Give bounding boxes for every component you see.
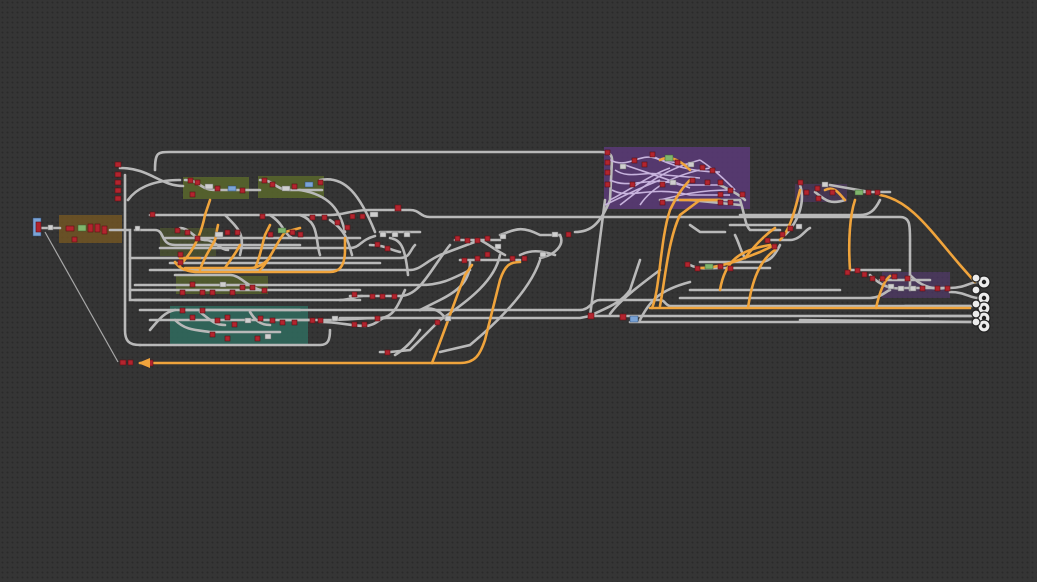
teal-group-frame[interactable]: [170, 306, 308, 346]
nodes[interactable]: [32, 149, 951, 367]
links: [38, 150, 982, 363]
link-arrow-icon: [138, 358, 150, 368]
output-socket-icon[interactable]: [977, 275, 991, 289]
output-sockets[interactable]: [971, 273, 991, 333]
accent-links: [138, 156, 977, 365]
